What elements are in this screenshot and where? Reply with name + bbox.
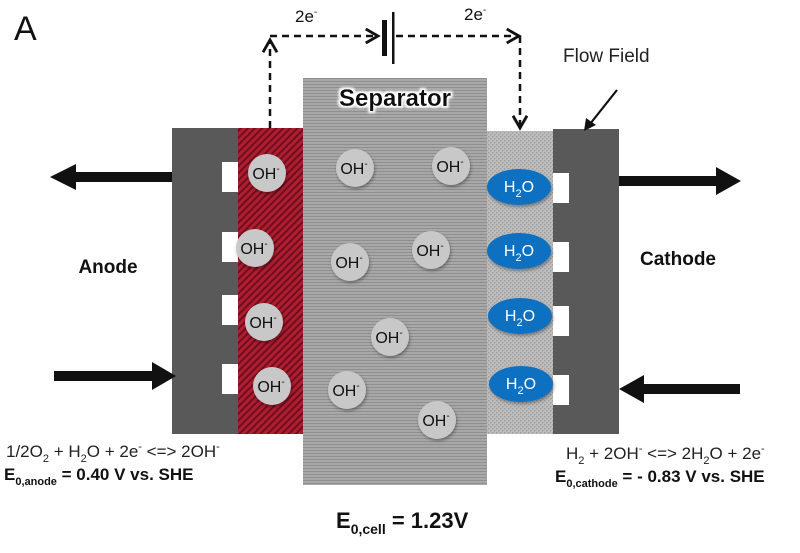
water-molecules: H2O H2O H2O H2O bbox=[487, 169, 553, 402]
svg-text:OH-: OH- bbox=[416, 241, 443, 260]
svg-text:OH-: OH- bbox=[375, 328, 402, 347]
hydroxide-ion: OH- bbox=[253, 367, 291, 405]
hydroxide-ion: OH- bbox=[418, 401, 456, 439]
svg-text:H2O: H2O bbox=[504, 243, 534, 264]
cathode-flow-channel bbox=[553, 306, 569, 336]
separator-membrane bbox=[303, 78, 487, 485]
panel-label: A bbox=[14, 10, 37, 48]
battery-icon bbox=[382, 12, 395, 64]
hydroxide-ion: OH- bbox=[371, 318, 409, 356]
electron-label-left: 2e- bbox=[295, 7, 317, 26]
hydroxide-ion: OH- bbox=[248, 154, 286, 192]
svg-text:H2O: H2O bbox=[504, 179, 534, 200]
hydroxide-ion: OH- bbox=[331, 243, 369, 281]
cathode-flow-plate bbox=[553, 129, 619, 434]
hydroxide-ion: OH- bbox=[245, 303, 283, 341]
hydroxide-ion: OH- bbox=[236, 229, 274, 267]
anode-flow-plate bbox=[172, 128, 238, 434]
svg-text:H2O: H2O bbox=[505, 308, 535, 329]
svg-text:OH-: OH- bbox=[252, 164, 279, 183]
external-circuit: 2e- 2e- bbox=[261, 5, 529, 131]
svg-text:OH-: OH- bbox=[332, 381, 359, 400]
cathode-label: Cathode bbox=[640, 249, 716, 270]
water-molecule: H2O bbox=[487, 169, 551, 205]
cell-potential: E0,cell = 1.23V bbox=[336, 508, 469, 537]
cathode-reaction-equation: H2 + 2OH- <=> 2H2O + 2e- bbox=[566, 443, 765, 467]
cathode-flow-channel bbox=[553, 173, 569, 203]
cathode-flow-channel bbox=[553, 242, 569, 272]
hydroxide-ion: OH- bbox=[432, 147, 470, 185]
anode-inlet-arrow bbox=[54, 362, 176, 390]
cathode-outlet-arrow bbox=[619, 167, 741, 195]
svg-text:OH-: OH- bbox=[340, 159, 367, 178]
svg-text:H2O: H2O bbox=[506, 376, 536, 397]
flow-field-pointer bbox=[589, 89, 618, 125]
anode-label: Anode bbox=[78, 257, 137, 278]
cathode-potential: E0,cathode = - 0.83 V vs. SHE bbox=[555, 467, 765, 490]
flow-field-pointer-head bbox=[584, 118, 596, 131]
anode-outlet-arrow bbox=[50, 164, 172, 190]
anode-flow-channel bbox=[222, 162, 238, 192]
svg-text:OH-: OH- bbox=[240, 239, 267, 258]
svg-text:OH-: OH- bbox=[257, 377, 284, 396]
svg-text:OH-: OH- bbox=[422, 411, 449, 430]
water-molecule: H2O bbox=[487, 233, 551, 269]
cathode-flow-channel bbox=[553, 375, 569, 405]
separator-label: Separator bbox=[339, 85, 451, 112]
anode-flow-channel bbox=[222, 232, 238, 262]
cathode-inlet-arrow bbox=[619, 375, 740, 403]
anode-potential: E0,anode = 0.40 V vs. SHE bbox=[4, 465, 193, 488]
electron-label-right: 2e- bbox=[464, 5, 486, 24]
hydroxide-ion: OH- bbox=[328, 371, 366, 409]
svg-text:OH-: OH- bbox=[335, 253, 362, 272]
anode-flow-channel bbox=[222, 364, 238, 394]
svg-text:OH-: OH- bbox=[436, 157, 463, 176]
svg-text:OH-: OH- bbox=[249, 313, 276, 332]
anode-reaction-equation: 1/2O2 + H2O + 2e- <=> 2OH- bbox=[6, 441, 220, 465]
hydroxide-ion: OH- bbox=[336, 149, 374, 187]
hydroxide-ion: OH- bbox=[412, 231, 450, 269]
water-molecule: H2O bbox=[488, 298, 552, 334]
hydroxide-ions: OH- OH- OH- OH- OH- OH- OH- OH- OH- OH- OH- bbox=[236, 147, 470, 439]
anode-flow-channel bbox=[222, 295, 238, 325]
water-molecule: H2O bbox=[489, 366, 553, 402]
flow-field-label: Flow Field bbox=[563, 46, 650, 67]
